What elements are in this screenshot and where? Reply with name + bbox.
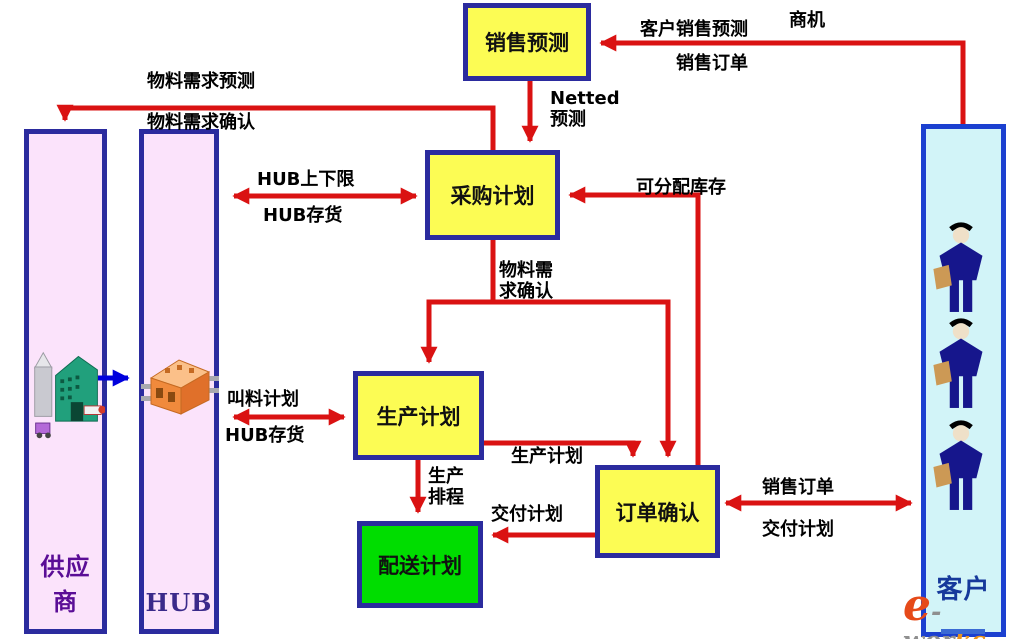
edge-production-to-order-confirmation <box>484 440 642 458</box>
label-production-plan-edge: 生产计划 <box>511 446 583 467</box>
businessman-icon <box>933 318 983 408</box>
label-production-schedule: 生产 排程 <box>428 466 464 508</box>
label-netted-line1: Netted <box>550 88 620 109</box>
label-hub-stock-bottom: HUB存货 <box>225 425 305 446</box>
label-material-call-plan: 叫料计划 <box>227 389 299 410</box>
lane-supplier-label: 供应商 <box>40 553 91 616</box>
edge-branch-to-production <box>420 299 668 364</box>
businessman-icon <box>933 222 983 312</box>
label-material-demand-mid-line1: 物料需 <box>499 260 553 281</box>
box-procurement-plan: 采购计划 <box>425 150 560 240</box>
warehouse-icon <box>141 359 219 415</box>
lane-customer: 客户 <box>921 124 1006 637</box>
label-production-schedule-line1: 生产 <box>428 466 464 487</box>
lane-hub-label: HUB <box>145 588 213 617</box>
edge-order-confirmation-to-procurement <box>568 186 701 465</box>
label-material-demand-forecast: 物料需求预测 <box>147 71 255 92</box>
label-delivery-plan-left: 交付计划 <box>491 504 563 525</box>
label-material-demand-mid-line2: 求确认 <box>499 281 553 302</box>
eworks-logo-underline <box>941 629 985 634</box>
factory-icon <box>33 351 105 439</box>
box-production-plan-label: 生产计划 <box>376 404 461 429</box>
label-sales-order-right: 销售订单 <box>762 477 834 498</box>
box-order-confirmation: 订单确认 <box>595 465 720 558</box>
label-netted-line2: 预测 <box>550 109 586 130</box>
label-hub-stock-top: HUB存货 <box>263 205 343 226</box>
box-distribution-plan: 配送计划 <box>357 521 483 608</box>
box-sales-forecast-label: 销售预测 <box>485 31 569 55</box>
edge-procurement-to-supplier <box>56 104 496 150</box>
edge-branch-to-order-confirmation <box>429 299 677 458</box>
label-production-schedule-line2: 排程 <box>428 487 464 508</box>
box-sales-forecast: 销售预测 <box>463 3 591 81</box>
label-material-demand-mid: 物料需 求确认 <box>499 260 553 302</box>
label-sales-order-top: 销售订单 <box>676 53 748 74</box>
label-delivery-plan-right: 交付计划 <box>762 519 834 540</box>
label-netted-forecast: Netted 预测 <box>550 88 620 130</box>
eworks-logo-e: e <box>903 580 931 631</box>
label-business-opportunity: 商机 <box>789 10 825 31</box>
label-customer-sales-forecast: 客户销售预测 <box>640 19 748 40</box>
label-hub-upper-lower-limit: HUB上下限 <box>257 169 355 190</box>
label-allocatable-inventory: 可分配库存 <box>636 177 726 198</box>
edge-customer-to-sales-forecast <box>599 34 966 124</box>
businessman-icon <box>933 420 983 510</box>
lane-customer-label: 客户 <box>936 575 991 605</box>
label-material-demand-confirmation: 物料需求确认 <box>147 112 255 133</box>
box-procurement-plan-label: 采购计划 <box>450 184 535 208</box>
box-distribution-plan-label: 配送计划 <box>378 553 462 578</box>
box-production-plan: 生产计划 <box>353 371 484 460</box>
box-order-confirmation-label: 订单确认 <box>615 500 700 525</box>
